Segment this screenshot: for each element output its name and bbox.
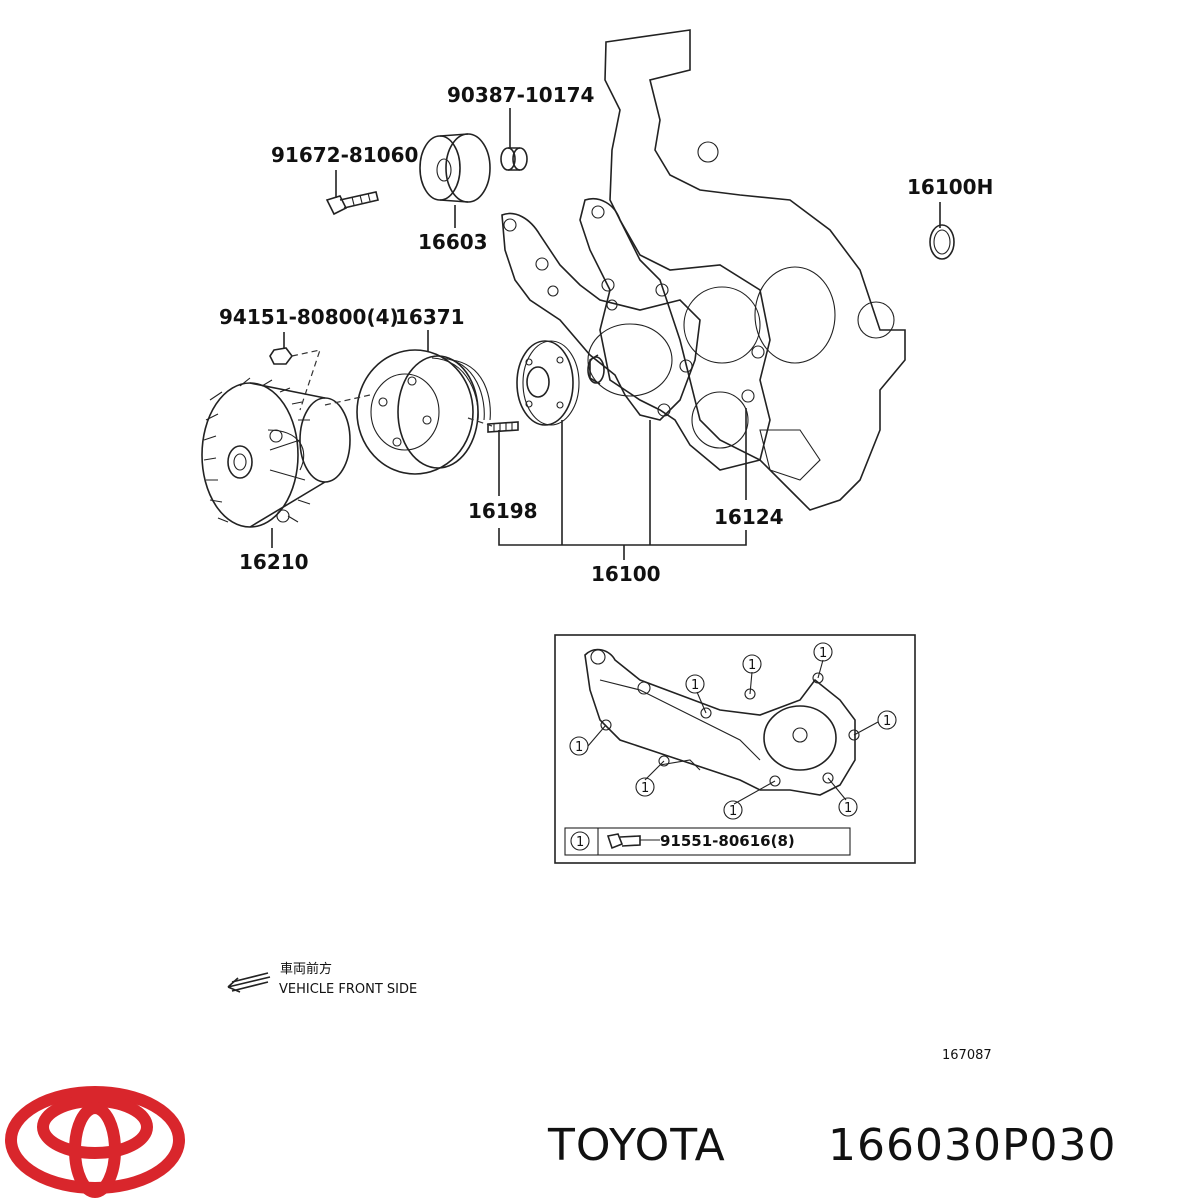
label-16198: 16198	[468, 499, 538, 523]
label-16100: 16100	[591, 562, 661, 586]
assembly-lines	[291, 349, 493, 427]
inset-markers: 1 1 1 1 1 1 1 1	[569, 642, 897, 820]
timing-cover	[604, 29, 906, 511]
nut-94151	[269, 347, 293, 365]
label-94151-80800: 94151-80800(4)	[219, 305, 399, 329]
water-pump-body	[501, 212, 701, 421]
inset-legend: 1 91551-80616(8)	[564, 827, 851, 856]
pulley-16371	[356, 349, 491, 475]
fan-clutch-16210	[201, 377, 351, 528]
marker-6: 1	[883, 714, 891, 729]
legend-bolt-part: 91551-80616(8)	[660, 832, 795, 850]
idler-pulley-16603	[419, 133, 491, 203]
water-pump-gasket	[579, 198, 771, 471]
marker-5: 1	[819, 646, 827, 661]
marker-3: 1	[691, 678, 699, 693]
pump-flange	[516, 340, 580, 426]
inset-bolt-diagram	[554, 634, 916, 864]
front-side-jp: 車両前方	[280, 961, 332, 977]
diagram-id: 167087	[942, 1048, 992, 1063]
label-16210: 16210	[239, 550, 309, 574]
sleeve-90387	[500, 147, 528, 171]
label-16603: 16603	[418, 230, 488, 254]
marker-2: 1	[641, 781, 649, 796]
caption-brand: TOYOTA	[547, 1120, 726, 1171]
legend-marker: 1	[576, 835, 584, 850]
bolt-91672	[325, 191, 379, 216]
leader-lines	[271, 108, 941, 560]
caption-part-number: 166030P030	[828, 1120, 1116, 1171]
label-90387-10174: 90387-10174	[447, 83, 594, 107]
o-ring-16100h	[929, 224, 955, 260]
front-side-en: VEHICLE FRONT SIDE	[279, 982, 417, 997]
label-16100h: 16100H	[907, 175, 993, 199]
marker-4: 1	[748, 658, 756, 673]
marker-8: 1	[729, 804, 737, 819]
label-16371: 16371	[395, 305, 465, 329]
marker-1: 1	[575, 740, 583, 755]
marker-7: 1	[844, 801, 852, 816]
stud-16198	[487, 421, 519, 433]
vehicle-front-indicator: 車両前方 VEHICLE FRONT SIDE	[227, 961, 417, 997]
label-16124: 16124	[714, 505, 784, 529]
toyota-logo	[5, 1086, 185, 1198]
label-91672-81060: 91672-81060	[271, 143, 418, 167]
